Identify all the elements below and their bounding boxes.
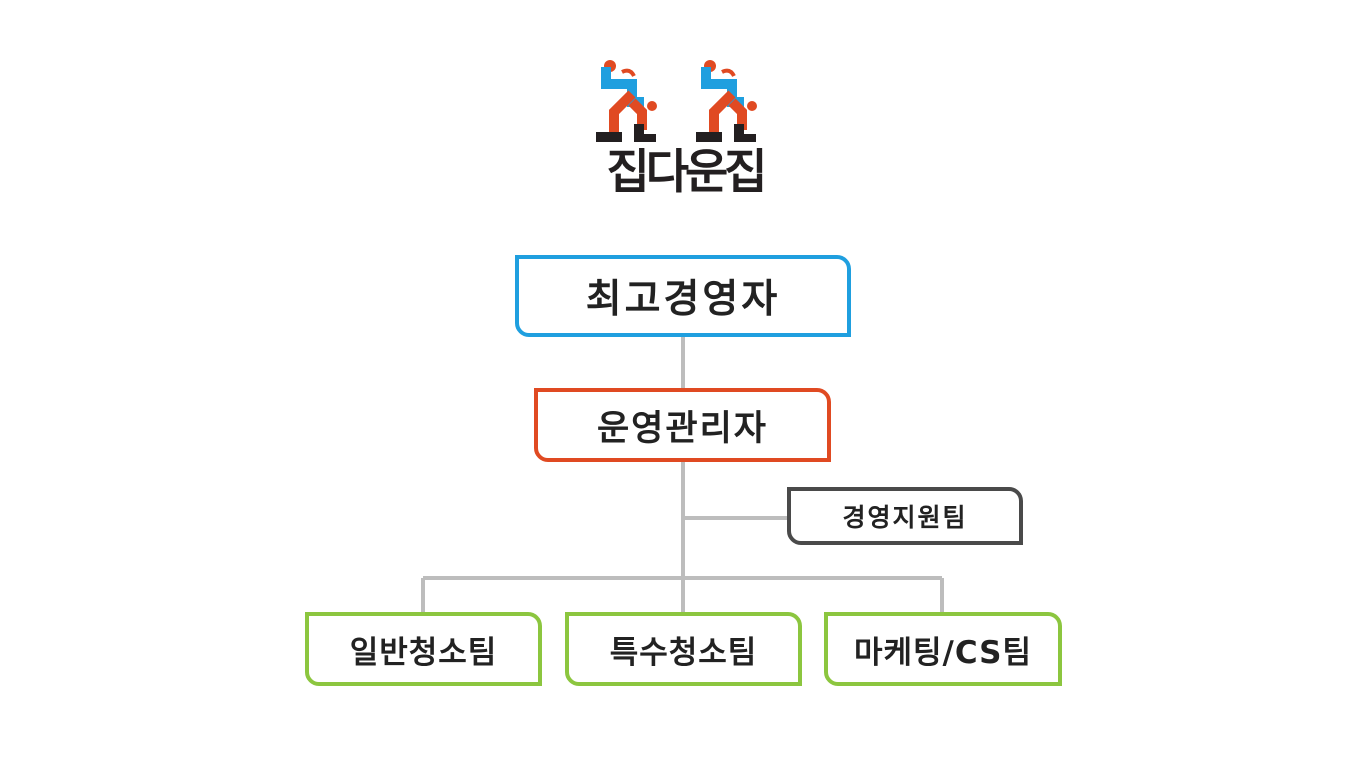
marketing-cs-team-label: 마케팅/CS팀 [853,634,1033,671]
logo-figure-left-icon [596,60,657,142]
ceo-box: 최고경영자 [515,255,851,337]
ceo-label: 최고경영자 [585,277,781,322]
marketing-cs-team-box: 마케팅/CS팀 [824,612,1062,686]
logo-figure-right-icon [696,60,757,142]
logo-wordmark: 집다운집 [606,145,768,200]
special-cleaning-team-box: 특수청소팀 [565,612,802,686]
general-cleaning-team-box: 일반청소팀 [305,612,542,686]
operations-manager-label: 운영관리자 [596,408,768,449]
operations-manager-box: 운영관리자 [534,388,831,462]
special-cleaning-team-label: 특수청소팀 [609,634,758,671]
general-cleaning-team-label: 일반청소팀 [349,634,498,671]
management-support-label: 경영지원팀 [842,503,968,532]
company-logo-icon [596,60,757,142]
management-support-box: 경영지원팀 [787,487,1023,545]
